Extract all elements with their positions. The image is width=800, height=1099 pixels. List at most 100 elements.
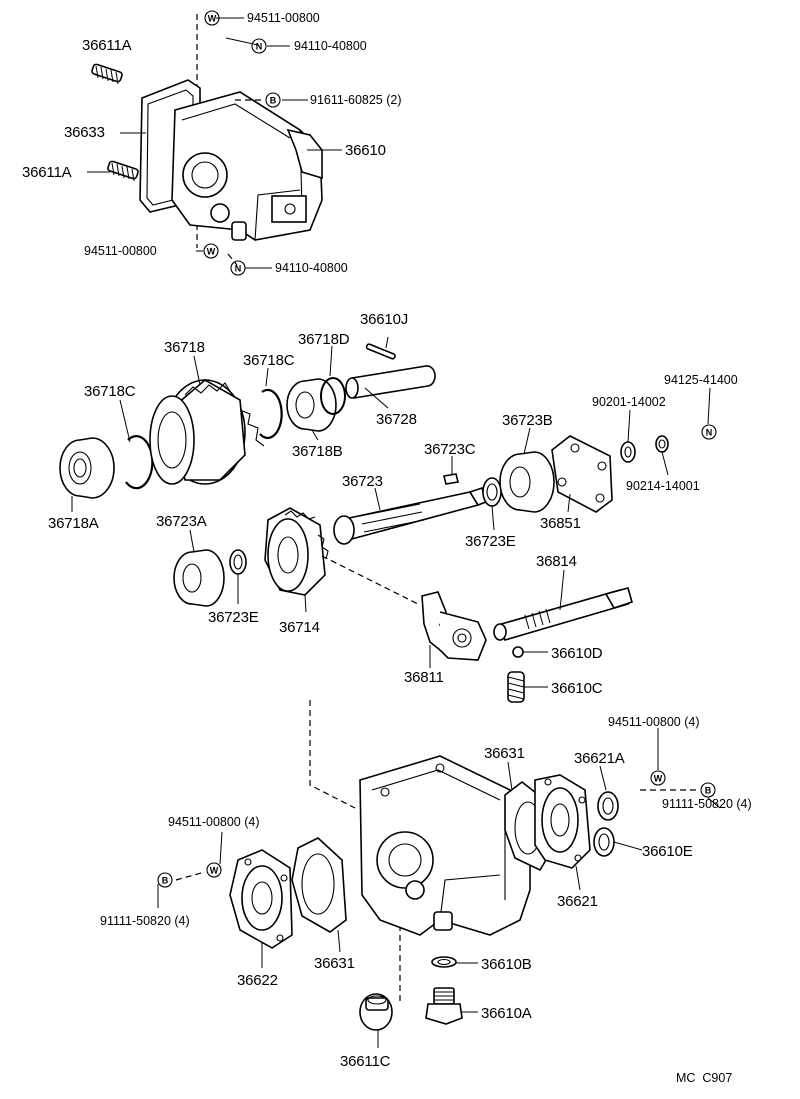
label-36718: 36718 — [164, 339, 205, 356]
ring-36723E-right — [482, 477, 502, 507]
label-36610: 36610 — [345, 142, 386, 159]
bolt-symbol-text: B — [705, 786, 712, 796]
washer-36610B — [431, 956, 457, 968]
retainer-36621A — [534, 774, 591, 869]
bolt-symbol-text: B — [162, 876, 169, 886]
label-36723A: 36723A — [156, 513, 207, 530]
gasket-36631-left — [291, 837, 347, 933]
label-91111-50820-4-left: 91111-50820 (4) — [100, 914, 190, 928]
shift-fork-36811 — [421, 591, 487, 661]
oil-seal-upper — [597, 791, 619, 821]
dashed-ref-line-middle — [321, 555, 421, 606]
middle-assembly: N 36610J 36718D 36718 36718C 36718C 3672… — [48, 311, 738, 703]
label-36718D: 36718D — [298, 331, 350, 348]
label-36621A: 36621A — [574, 750, 625, 767]
washer-symbol-text: W — [208, 14, 217, 24]
washer-symbol-right — [650, 770, 666, 786]
label-94511-00800-4-left: 94511-00800 (4) — [168, 815, 260, 829]
snap-ring-36718C-left — [125, 435, 154, 490]
bolt-symbol-top — [265, 92, 281, 108]
washer-90201-14002 — [620, 441, 636, 463]
drain-plug-36610A — [425, 987, 463, 1025]
bearing-36723A — [173, 549, 225, 607]
label-36718C-left: 36718C — [84, 383, 136, 400]
label-94125-41400: 94125-41400 — [664, 373, 738, 387]
label-36633: 36633 — [64, 124, 105, 141]
ring-36723E-left — [229, 549, 247, 575]
label-94511-00800-top: 94511-00800 — [247, 11, 320, 25]
label-36723E-right: 36723E — [465, 533, 516, 550]
shift-shaft-36814 — [493, 587, 633, 641]
label-91111-50820-4-right: 91111-50820 (4) — [662, 797, 752, 811]
ring-36718D — [320, 377, 346, 415]
diagram-code: MC C907 — [676, 1071, 732, 1085]
washer-symbol-text: W — [210, 866, 219, 876]
label-36610J: 36610J — [360, 311, 408, 328]
key-36723C — [443, 473, 459, 485]
stud-bolt-lower — [107, 160, 139, 182]
washer-symbol-bottom — [203, 243, 219, 259]
top-assembly: W N B W N 36611A 36633 36611A 36610 9451… — [22, 10, 402, 276]
label-36611A-upper: 36611A — [82, 37, 132, 54]
bottom-assembly: W B W B 94511-00800 (4) 91111-50820 (4) … — [100, 700, 752, 1070]
spring-36610C — [507, 671, 525, 703]
washer-symbol-text: W — [654, 774, 663, 784]
washer-90214-14001 — [655, 435, 669, 453]
nut-symbol-top — [251, 38, 267, 54]
label-94110-40800-top: 94110-40800 — [294, 39, 367, 53]
label-36723C: 36723C — [424, 441, 476, 458]
label-94511-00800-bottom: 94511-00800 — [84, 244, 157, 258]
label-36622: 36622 — [237, 972, 278, 989]
label-36728: 36728 — [376, 411, 417, 428]
label-36811: 36811 — [404, 669, 444, 686]
label-36631-left: 36631 — [314, 955, 355, 972]
oil-seal-36610E — [593, 827, 615, 857]
label-90214-14001: 90214-14001 — [626, 479, 700, 493]
label-90201-14002: 90201-14002 — [592, 395, 666, 409]
gear-36718 — [149, 379, 265, 485]
nut-symbol-text: N — [706, 428, 713, 438]
label-36631-right: 36631 — [484, 745, 525, 762]
washer-symbol-text: W — [207, 247, 216, 257]
label-36723: 36723 — [342, 473, 383, 490]
label-91611-60825: 91611-60825 (2) — [310, 93, 402, 107]
retainer-36622 — [229, 849, 293, 949]
label-36814: 36814 — [536, 553, 577, 570]
ball-36610D — [512, 646, 524, 658]
washer-symbol-left — [206, 862, 222, 878]
bolt-symbol-text: B — [270, 96, 277, 106]
label-36610B: 36610B — [481, 956, 532, 973]
label-94110-40800-bottom: 94110-40800 — [275, 261, 348, 275]
label-36714: 36714 — [279, 619, 320, 636]
label-36610A: 36610A — [481, 1005, 532, 1022]
bearing-36718A — [59, 437, 115, 499]
label-36621: 36621 — [557, 893, 598, 910]
label-36611A-lower: 36611A — [22, 164, 72, 181]
transfer-case-housing — [359, 755, 531, 936]
nut-symbol-94125 — [701, 424, 717, 440]
bolt-symbol-left — [157, 872, 173, 888]
washer-symbol-top — [204, 10, 220, 26]
bearing-36718B — [286, 378, 337, 432]
dashed-ref-line-bottom — [309, 700, 356, 809]
shaft-36728 — [345, 365, 436, 399]
label-36723B: 36723B — [502, 412, 553, 429]
label-94511-00800-4-right: 94511-00800 (4) — [608, 715, 700, 729]
label-36610D: 36610D — [551, 645, 603, 662]
label-36723E-left: 36723E — [208, 609, 259, 626]
housing-36610 — [171, 91, 323, 241]
stud-bolt-upper — [91, 63, 123, 85]
label-36718A: 36718A — [48, 515, 99, 532]
nut-symbol-bottom — [230, 260, 246, 276]
plug-36611C — [359, 993, 393, 1031]
label-36851: 36851 — [540, 515, 581, 532]
label-36610C: 36610C — [551, 680, 603, 697]
bearing-36723B — [499, 451, 555, 513]
shaft-36723 — [333, 486, 487, 545]
label-36610E: 36610E — [642, 843, 693, 860]
label-36718B: 36718B — [292, 443, 343, 460]
label-36718C-right: 36718C — [243, 352, 295, 369]
nut-symbol-text: N — [256, 42, 263, 52]
